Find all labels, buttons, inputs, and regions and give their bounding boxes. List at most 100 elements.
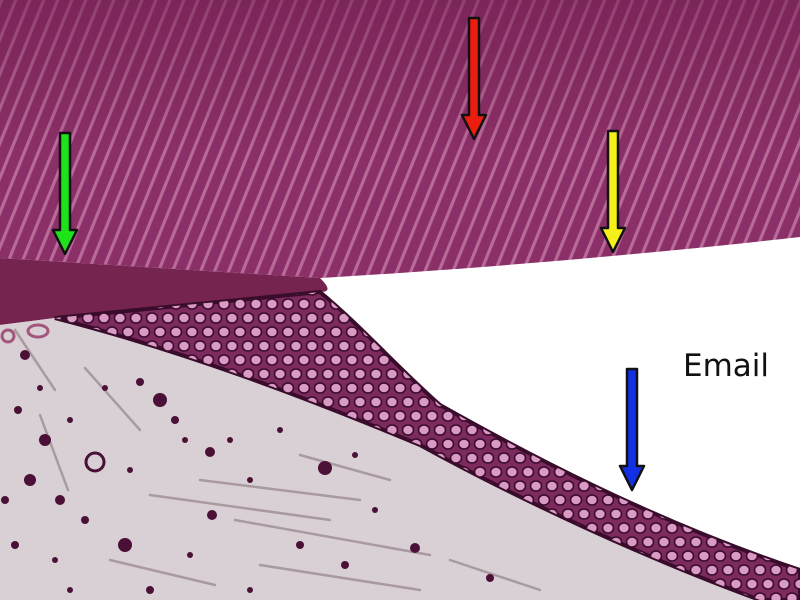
cell — [753, 536, 767, 548]
cell — [537, 438, 551, 450]
cell — [657, 480, 671, 492]
cell — [665, 410, 679, 422]
cell — [457, 298, 471, 310]
cell — [529, 368, 543, 380]
cell — [537, 354, 551, 366]
cell — [777, 578, 791, 590]
cell — [577, 424, 591, 436]
cell — [329, 382, 343, 394]
cell — [697, 298, 711, 310]
cell — [377, 382, 391, 394]
cell — [193, 312, 207, 324]
cell — [737, 480, 751, 492]
cell — [561, 312, 575, 324]
cell — [257, 312, 271, 324]
cell — [729, 550, 743, 562]
cell — [617, 354, 631, 366]
cell — [417, 312, 431, 324]
cell — [241, 312, 255, 324]
cell — [529, 312, 543, 324]
cell — [417, 292, 431, 296]
cell — [529, 340, 543, 352]
cell — [721, 508, 735, 520]
cell — [409, 354, 423, 366]
cell — [641, 312, 655, 324]
cell — [785, 480, 799, 492]
cell — [793, 382, 800, 394]
cell — [761, 522, 775, 534]
cell — [569, 438, 583, 450]
cell — [505, 466, 519, 478]
cell — [489, 410, 503, 422]
cell — [497, 292, 511, 296]
cell — [681, 382, 695, 394]
cell — [385, 396, 399, 408]
cell — [665, 522, 679, 534]
cell — [745, 522, 759, 534]
cell — [401, 292, 415, 296]
cell — [313, 382, 327, 394]
cell — [761, 326, 775, 338]
cell — [537, 326, 551, 338]
cell — [505, 298, 519, 310]
cell — [489, 354, 503, 366]
cell — [449, 396, 463, 408]
cell — [777, 466, 791, 478]
cell — [553, 410, 567, 422]
cell — [409, 298, 423, 310]
cell — [745, 578, 759, 590]
cell — [601, 522, 615, 534]
cell — [793, 326, 800, 338]
cell — [353, 396, 367, 408]
cell — [361, 410, 375, 422]
cell — [521, 354, 535, 366]
cell — [417, 368, 431, 380]
cell — [593, 396, 607, 408]
cell — [785, 368, 799, 380]
cell — [697, 326, 711, 338]
cell — [497, 452, 511, 464]
cell — [785, 292, 799, 296]
cell — [593, 452, 607, 464]
cell — [585, 410, 599, 422]
cell — [769, 368, 783, 380]
yellow-arrow — [599, 129, 627, 254]
cell — [449, 452, 463, 464]
cell — [737, 508, 751, 520]
cell — [569, 382, 583, 394]
cell — [617, 522, 631, 534]
cell — [441, 438, 455, 450]
cell — [601, 466, 615, 478]
cell — [561, 480, 575, 492]
cell — [793, 550, 800, 562]
cell — [761, 494, 775, 506]
cell — [601, 382, 615, 394]
cell — [305, 340, 319, 352]
cell — [353, 292, 367, 296]
cell — [585, 466, 599, 478]
cell — [201, 326, 215, 338]
cell — [121, 326, 135, 338]
cell — [145, 312, 159, 324]
cell — [673, 508, 687, 520]
cell — [545, 480, 559, 492]
cell — [585, 382, 599, 394]
cell — [465, 424, 479, 436]
cell — [681, 298, 695, 310]
cell — [729, 298, 743, 310]
cell — [465, 368, 479, 380]
cell — [249, 354, 263, 366]
cell — [689, 508, 703, 520]
cell — [345, 298, 359, 310]
cell — [609, 312, 623, 324]
cell — [497, 340, 511, 352]
cell — [265, 298, 279, 310]
cell — [465, 396, 479, 408]
cell — [785, 508, 799, 520]
cell — [401, 340, 415, 352]
cell — [601, 354, 615, 366]
cell — [697, 494, 711, 506]
cell — [625, 508, 639, 520]
cell — [561, 340, 575, 352]
cell — [785, 536, 799, 548]
